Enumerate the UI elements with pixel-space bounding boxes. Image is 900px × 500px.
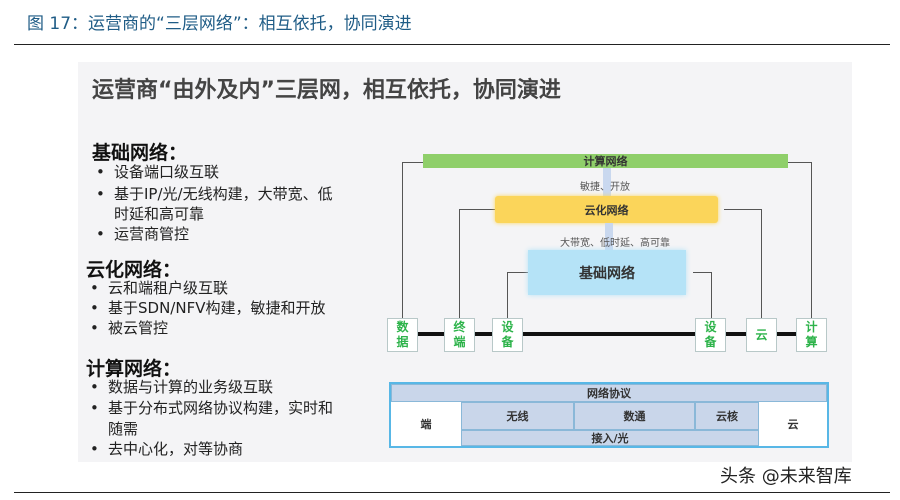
cell-end: 端 bbox=[391, 402, 461, 446]
node-data: 数据 bbox=[387, 318, 418, 352]
bullet: 运营商管控 bbox=[96, 224, 189, 244]
connector bbox=[402, 162, 423, 163]
node-char: 端 bbox=[453, 335, 466, 349]
node-char: 据 bbox=[396, 335, 409, 349]
divider bbox=[14, 492, 890, 493]
cell-datacom: 数通 bbox=[574, 402, 695, 430]
bullet: 被云管控 bbox=[90, 318, 168, 338]
section-title-cloud: 云化网络： bbox=[86, 259, 182, 281]
cloud-layer-bar: 云化网络 bbox=[495, 196, 718, 223]
connector bbox=[459, 209, 460, 318]
bullet-continuation: 随需 bbox=[108, 420, 139, 438]
connector bbox=[693, 272, 711, 273]
bullet: 设备端口级互联 bbox=[96, 162, 219, 182]
divider bbox=[14, 44, 890, 45]
bullet: 基于分布式网络协议构建，实时和 bbox=[90, 398, 333, 418]
node-device: 设备 bbox=[492, 318, 523, 352]
node-compute: 计算 bbox=[796, 318, 827, 352]
cell-protocol: 网络协议 bbox=[391, 384, 827, 402]
arrow-up-icon bbox=[605, 223, 613, 250]
compute-label: 敏捷、开放 bbox=[580, 182, 630, 193]
cell-cloud-core: 云核 bbox=[695, 402, 759, 430]
node-char: 设 bbox=[704, 320, 717, 334]
connector bbox=[788, 162, 811, 163]
node-char: 备 bbox=[704, 335, 717, 349]
node-char: 算 bbox=[805, 335, 818, 349]
section-title-base: 基础网络： bbox=[92, 142, 188, 164]
bullet: 去中心化，对等协商 bbox=[90, 439, 243, 459]
node-char: 数 bbox=[396, 320, 409, 334]
cell-access: 接入/光 bbox=[461, 430, 759, 446]
connector bbox=[507, 272, 528, 273]
connector bbox=[761, 209, 762, 318]
node-device: 设备 bbox=[695, 318, 726, 352]
panel-heading: 运营商“由外及内”三层网，相互依托，协同演进 bbox=[92, 78, 561, 103]
connector bbox=[459, 209, 495, 210]
node-terminal: 终端 bbox=[444, 318, 475, 352]
section-title-compute: 计算网络： bbox=[86, 358, 182, 380]
node-char: 计 bbox=[805, 320, 818, 334]
bullet: 基于SDN/NFV构建，敏捷和开放 bbox=[90, 298, 326, 318]
source-watermark: 头条 @未来智库 bbox=[720, 466, 852, 487]
bullet: 数据与计算的业务级互联 bbox=[90, 377, 273, 397]
bullet: 基于IP/光/无线构建，大带宽、低 bbox=[96, 184, 333, 204]
connector bbox=[402, 162, 403, 318]
figure-title: 图 17：运营商的“三层网络”：相互依托，协同演进 bbox=[27, 14, 412, 34]
node-char: 设 bbox=[501, 320, 514, 334]
cell-wireless: 无线 bbox=[461, 402, 574, 430]
base-layer-bar: 基础网络 bbox=[528, 250, 686, 295]
cloud-label: 大带宽、低时延、高可靠 bbox=[560, 238, 670, 249]
bullet-continuation: 时延和高可靠 bbox=[114, 205, 205, 223]
cell-cloud: 云 bbox=[759, 402, 827, 446]
backbone-line bbox=[405, 332, 823, 336]
arrow-up-icon bbox=[603, 168, 611, 196]
node-char: 终 bbox=[453, 320, 466, 334]
node-char: 备 bbox=[501, 335, 514, 349]
bullet: 云和端租户级互联 bbox=[90, 278, 228, 298]
connector bbox=[711, 272, 712, 318]
connector bbox=[811, 162, 812, 318]
compute-layer-bar: 计算网络 bbox=[423, 154, 788, 168]
connector bbox=[724, 209, 761, 210]
node-cloud: 云 bbox=[746, 318, 777, 352]
connector bbox=[507, 272, 508, 318]
node-char: 云 bbox=[755, 327, 768, 342]
protocol-table: 网络协议 端 无线 数通 云核 接入/光 云 bbox=[389, 382, 829, 448]
